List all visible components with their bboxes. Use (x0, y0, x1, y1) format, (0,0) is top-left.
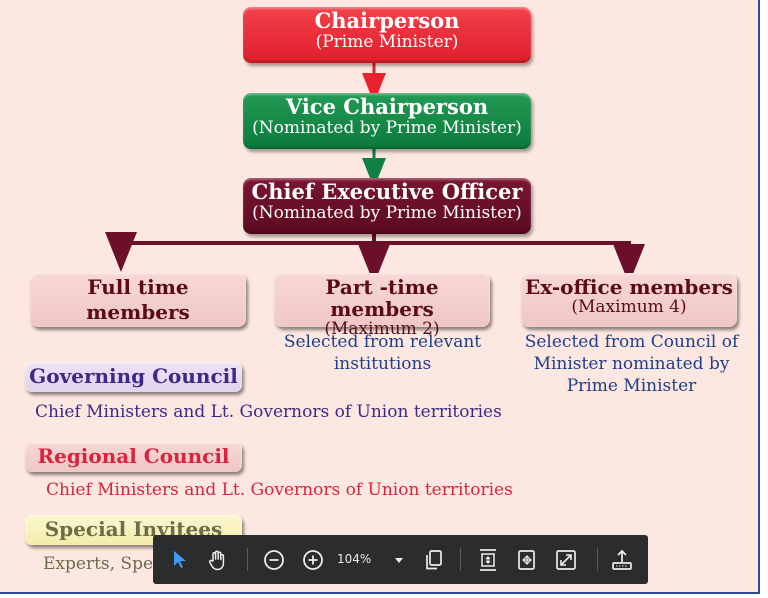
exoffice-title: Ex-office members (525, 275, 733, 299)
zoom-in-button[interactable] (296, 535, 330, 584)
fit-page-icon (480, 548, 496, 571)
special-invitees-label: Special Invitees (25, 515, 242, 545)
parttime-title: Part -time members (325, 275, 439, 321)
ceo-box: Chief Executive Officer (Nominated by Pr… (243, 178, 531, 234)
pages-icon (426, 549, 442, 569)
zoom-in-icon (303, 549, 323, 570)
regional-council-description: Chief Ministers and Lt. Governors of Uni… (46, 480, 513, 500)
fit-width-icon (518, 549, 535, 570)
upload-icon (612, 549, 632, 570)
parttime-members-box: Part -time members (Maximum 2) (274, 273, 490, 338)
expand-icon (556, 549, 576, 570)
chairperson-subtitle: (Prime Minister) (315, 31, 459, 52)
chevron-down-icon (395, 557, 403, 563)
fit-page-button[interactable] (471, 535, 505, 584)
hand-icon (209, 550, 225, 570)
zoom-out-button[interactable] (257, 535, 291, 584)
vice-chairperson-box: Vice Chairperson (Nominated by Prime Min… (243, 93, 531, 149)
parttime-description: Selected from relevant institutions (283, 332, 482, 375)
governing-council-description: Chief Ministers and Lt. Governors of Uni… (35, 402, 502, 422)
full-screen-button[interactable] (549, 535, 583, 584)
regional-council-label: Regional Council (25, 442, 242, 472)
toolbar-divider (460, 548, 461, 571)
exoffice-members-box: Ex-office members (Maximum 4) (521, 273, 737, 327)
zoom-level[interactable]: 104% (337, 552, 372, 566)
fulltime-members-box: Full time members (30, 273, 246, 327)
parttime-subtitle: (Maximum 2) (324, 319, 440, 339)
chairperson-title: Chairperson (314, 8, 460, 33)
fulltime-title: Full time members (86, 275, 190, 324)
toolbar-divider (247, 548, 248, 571)
zoom-dropdown[interactable] (389, 555, 409, 565)
toolbar-divider (597, 548, 598, 571)
page-view-button[interactable] (417, 535, 451, 584)
cursor-arrow-icon (174, 550, 186, 568)
exoffice-description: Selected from Council of Minister nomina… (524, 332, 739, 397)
share-button[interactable] (605, 535, 639, 584)
hand-tool-button[interactable] (201, 535, 235, 584)
pdf-viewer-toolbar: 104% (153, 535, 648, 584)
fit-width-button[interactable] (510, 535, 544, 584)
governing-council-label: Governing Council (25, 362, 242, 392)
vice-subtitle: (Nominated by Prime Minister) (252, 117, 522, 138)
vice-title: Vice Chairperson (285, 94, 489, 119)
chairperson-box: Chairperson (Prime Minister) (243, 7, 531, 63)
exoffice-subtitle: (Maximum 4) (571, 297, 687, 317)
ceo-subtitle: (Nominated by Prime Minister) (252, 202, 522, 223)
ceo-title: Chief Executive Officer (251, 179, 523, 204)
special-invitees-description: Experts, Spec (43, 554, 163, 574)
select-tool-button[interactable] (163, 535, 197, 584)
zoom-out-icon (264, 549, 284, 570)
